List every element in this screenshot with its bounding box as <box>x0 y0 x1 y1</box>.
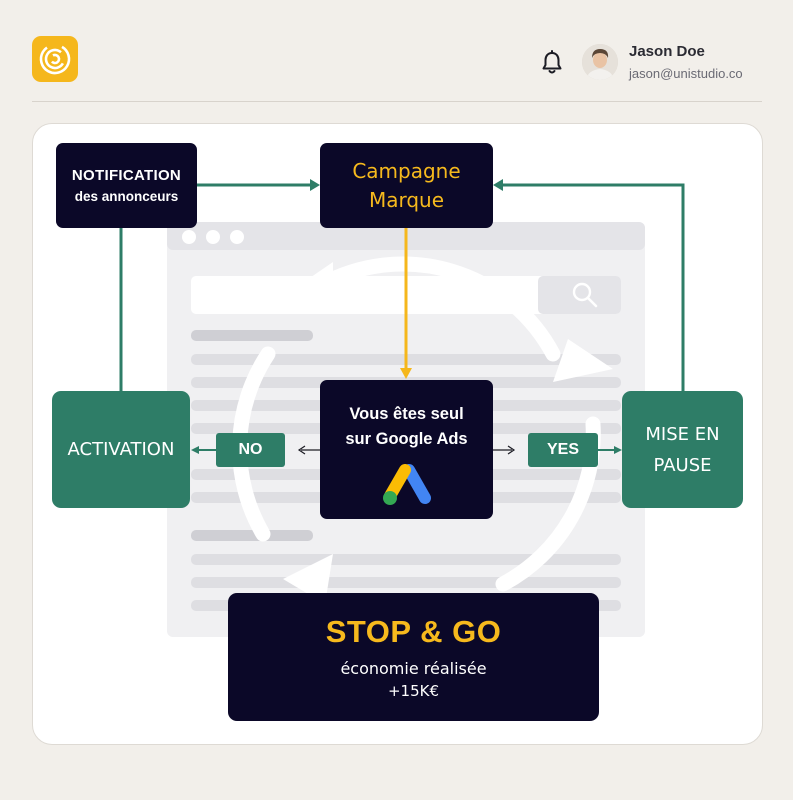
no-text: NO <box>238 441 263 458</box>
activation-label: ACTIVATION <box>67 439 175 460</box>
user-name: Jason Doe <box>629 43 705 60</box>
google-ads-decision-box: Vous êtes seul sur Google Ads <box>320 380 493 519</box>
notification-subtitle: des annonceurs <box>74 189 179 204</box>
yes-text: YES <box>546 441 579 458</box>
diagram-card: NOTIFICATION des annonceurs Campagne Mar… <box>32 123 763 745</box>
decision-line-2: sur Google Ads <box>345 430 468 448</box>
cycle-arrowheads <box>283 262 613 604</box>
stop-and-go-box: STOP & GO économie réalisée +15K€ <box>228 593 599 721</box>
mise-line-1: MISE EN <box>645 423 720 445</box>
notification-box: NOTIFICATION des annonceurs <box>56 143 197 228</box>
avatar-portrait-icon <box>582 44 618 80</box>
activation-box: ACTIVATION <box>52 391 190 508</box>
mise-en-pause-box: MISE EN PAUSE <box>622 391 743 508</box>
search-icon <box>572 282 598 308</box>
no-label: NO <box>216 433 285 467</box>
diagram-connectors <box>119 179 685 455</box>
notification-bell-icon[interactable] <box>540 50 564 76</box>
stop-go-subtitle: économie réalisée <box>340 659 487 678</box>
mise-line-2: PAUSE <box>653 454 712 476</box>
google-ads-logo-icon <box>382 464 431 505</box>
decision-line-1: Vous êtes seul <box>349 405 464 423</box>
stop-go-title: STOP & GO <box>325 614 502 649</box>
campagne-line-2: Marque <box>368 187 445 212</box>
notification-title: NOTIFICATION <box>71 167 182 184</box>
app-logo[interactable] <box>32 36 78 82</box>
stop-go-savings-value: +15K€ <box>387 682 440 700</box>
logo-spiral-icon <box>39 43 71 75</box>
campagne-line-1: Campagne <box>352 158 461 183</box>
user-avatar[interactable] <box>582 44 618 80</box>
yes-label: YES <box>528 433 598 467</box>
user-email: jason@unistudio.co <box>629 66 743 81</box>
campagne-marque-box: Campagne Marque <box>320 143 493 228</box>
header-divider <box>32 101 762 102</box>
